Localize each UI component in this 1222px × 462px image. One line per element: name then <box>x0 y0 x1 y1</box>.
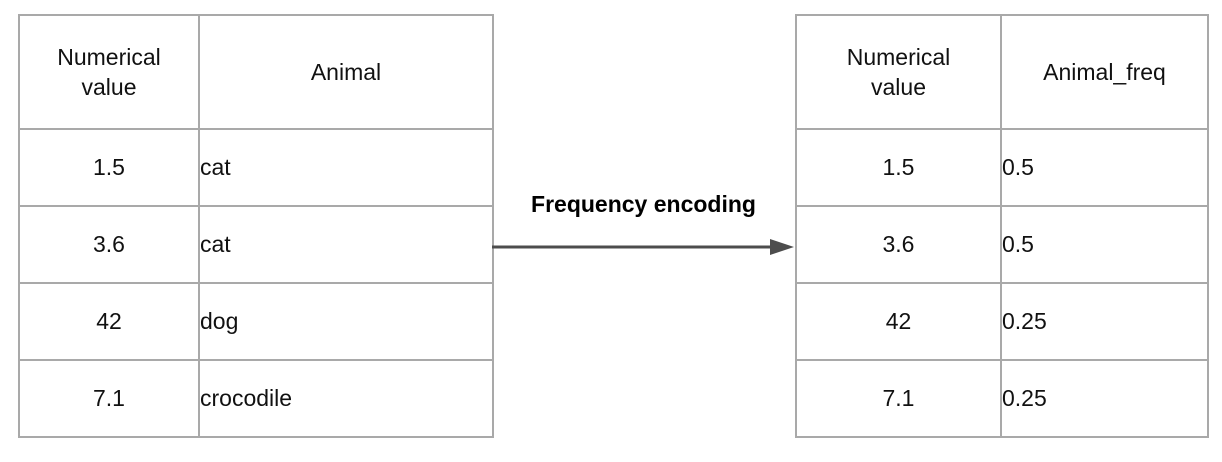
numerical-value-cell: 3.6 <box>795 205 1002 284</box>
numerical-value-cell: 42 <box>795 282 1002 361</box>
table-row: 3.6 cat <box>18 205 494 284</box>
table-row: 42 dog <box>18 282 494 361</box>
header-numerical-value-label: Numerical value <box>57 44 161 100</box>
arrow-label: Frequency encoding <box>531 191 756 217</box>
table-row: 7.1 0.25 <box>795 359 1209 438</box>
header-animal-freq: Animal_freq <box>1000 14 1209 130</box>
table-row: 42 0.25 <box>795 282 1209 361</box>
table-row: 7.1 crocodile <box>18 359 494 438</box>
numerical-value-cell: 1.5 <box>795 128 1002 207</box>
freq-cell: 0.5 <box>1000 128 1209 207</box>
animal-cell: cat <box>198 205 494 284</box>
table-row: 1.5 cat <box>18 128 494 207</box>
header-numerical-value: Numerical value <box>795 14 1002 130</box>
table-row: 3.6 0.5 <box>795 205 1209 284</box>
original-table: Numerical value Animal 1.5 cat 3.6 cat 4… <box>18 14 494 438</box>
numerical-value-cell: 7.1 <box>18 359 200 438</box>
header-row: Numerical value Animal <box>18 14 494 130</box>
numerical-value-cell: 42 <box>18 282 200 361</box>
header-numerical-value: Numerical value <box>18 14 200 130</box>
table-row: 1.5 0.5 <box>795 128 1209 207</box>
animal-cell: dog <box>198 282 494 361</box>
transformation-connector: Frequency encoding <box>492 191 795 263</box>
numerical-value-cell: 3.6 <box>18 205 200 284</box>
header-row: Numerical value Animal_freq <box>795 14 1209 130</box>
header-animal-freq-label: Animal_freq <box>1043 59 1166 85</box>
animal-cell: crocodile <box>198 359 494 438</box>
freq-cell: 0.25 <box>1000 282 1209 361</box>
freq-cell: 0.25 <box>1000 359 1209 438</box>
right-arrow-icon <box>492 239 794 255</box>
header-numerical-value-label: Numerical value <box>846 44 951 100</box>
animal-cell: cat <box>198 128 494 207</box>
header-animal: Animal <box>198 14 494 130</box>
header-animal-label: Animal <box>310 59 382 85</box>
numerical-value-cell: 7.1 <box>795 359 1002 438</box>
freq-cell: 0.5 <box>1000 205 1209 284</box>
encoded-table: Numerical value Animal_freq 1.5 0.5 3.6 … <box>795 14 1209 438</box>
numerical-value-cell: 1.5 <box>18 128 200 207</box>
